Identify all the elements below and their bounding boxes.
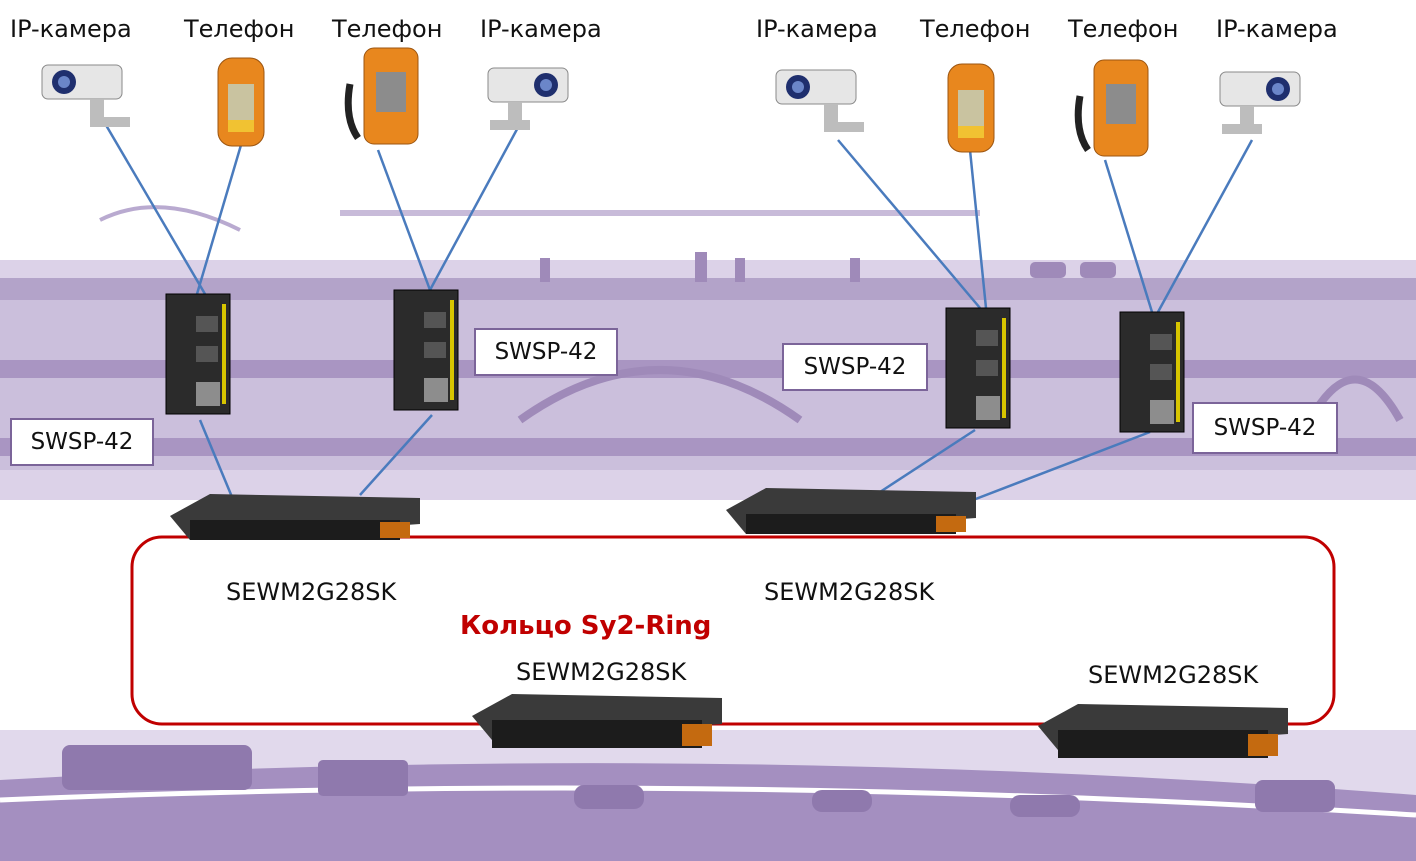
- ip-camera-icon: [487, 67, 569, 130]
- industrial-switch-icon: [945, 307, 1011, 429]
- link-sw1-core1: [198, 419, 234, 498]
- switch-label-sw1: SWSP-42: [10, 418, 154, 466]
- link-cam4-sw4: [1156, 139, 1254, 313]
- label-phone-2: Телефон: [332, 15, 443, 43]
- label-ring-switch-4: SEWM2G28SK: [1088, 661, 1259, 689]
- switch-label-sw4: SWSP-42: [1192, 402, 1338, 454]
- link-sw3-core2: [879, 428, 976, 494]
- rack-switch-icon: [170, 494, 420, 540]
- label-ring-switch-2: SEWM2G28SK: [764, 578, 935, 606]
- phone-icon: [344, 47, 419, 145]
- link-cam2-sw2: [428, 119, 524, 291]
- link-sw2-core1: [359, 414, 433, 496]
- label-ring-switch-3: SEWM2G28SK: [516, 658, 687, 686]
- ip-camera-icon: [41, 64, 130, 127]
- label-ip-camera-3: IP-камера: [756, 15, 878, 43]
- switch-label-sw3: SWSP-42: [782, 343, 928, 391]
- device-links: [101, 119, 1254, 507]
- link-phone1-sw1: [195, 144, 243, 295]
- industrial-switch-icon: [1119, 311, 1185, 433]
- background-illustration: [0, 195, 1416, 861]
- switch-label-sw2: SWSP-42: [474, 328, 618, 376]
- label-ip-camera-2: IP-камера: [480, 15, 602, 43]
- rack-switch-icon: [472, 694, 722, 748]
- link-sw4-core2: [959, 430, 1151, 507]
- label-ip-camera-4: IP-камера: [1216, 15, 1338, 43]
- link-phone3-sw3: [968, 149, 988, 309]
- label-phone-1: Телефон: [184, 15, 295, 43]
- label-phone-4: Телефон: [1068, 15, 1179, 43]
- phone-icon: [217, 57, 265, 147]
- link-phone4-sw4: [1103, 159, 1154, 313]
- label-ring-switch-1: SEWM2G28SK: [226, 578, 397, 606]
- rack-switch-icon: [726, 488, 976, 534]
- link-phone2-sw2: [376, 149, 432, 291]
- ip-camera-icon: [1219, 71, 1301, 134]
- phone-icon: [1074, 59, 1149, 157]
- ring-title: Кольцо Sy2-Ring: [460, 611, 712, 641]
- phone-icon: [947, 63, 995, 153]
- industrial-switch-icon: [393, 289, 459, 411]
- industrial-switch-icon: [165, 293, 231, 415]
- label-phone-3: Телефон: [920, 15, 1031, 43]
- ip-camera-icon: [775, 69, 864, 132]
- label-ip-camera-1: IP-камера: [10, 15, 132, 43]
- link-cam1-sw1: [101, 119, 207, 295]
- link-cam3-sw3: [837, 139, 981, 309]
- rack-switch-icon: [1038, 704, 1288, 758]
- ring-path: [130, 535, 1336, 726]
